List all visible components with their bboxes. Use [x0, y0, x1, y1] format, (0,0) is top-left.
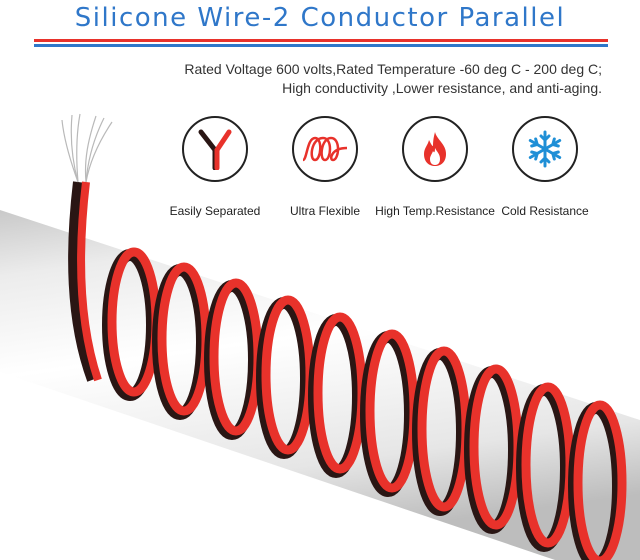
feature-label: Ultra Flexible	[289, 204, 361, 218]
feature-cold-resistance: Cold Resistance	[480, 116, 610, 218]
page-title: Silicone Wire-2 Conductor Parallel	[74, 3, 566, 33]
stripped-strands	[61, 113, 113, 183]
feature-label: High Temp.Resistance	[375, 204, 495, 218]
feature-high-temp-resistance: High Temp.Resistance	[370, 116, 500, 218]
split-wire-icon	[182, 116, 248, 182]
title-underline-red	[34, 39, 608, 42]
feature-label: Easily Separated	[169, 204, 261, 218]
feature-easily-separated: Easily Separated	[150, 116, 280, 218]
title-underline-blue	[34, 44, 608, 47]
feature-label: Cold Resistance	[501, 204, 589, 218]
coil-icon	[292, 116, 358, 182]
spec-line-1: Rated Voltage 600 volts,Rated Temperatur…	[184, 61, 602, 77]
wire-lead	[68, 181, 97, 382]
spec-line-2: High conductivity ,Lower resistance, and…	[282, 80, 602, 96]
feature-ultra-flexible: Ultra Flexible	[260, 116, 390, 218]
wire-coils	[102, 247, 627, 560]
flame-icon	[402, 116, 468, 182]
snowflake-icon	[512, 116, 578, 182]
feature-row: Easily Separated Ultra Flexible High Tem…	[150, 116, 610, 226]
spec-text: Rated Voltage 600 volts,Rated Temperatur…	[82, 60, 602, 98]
